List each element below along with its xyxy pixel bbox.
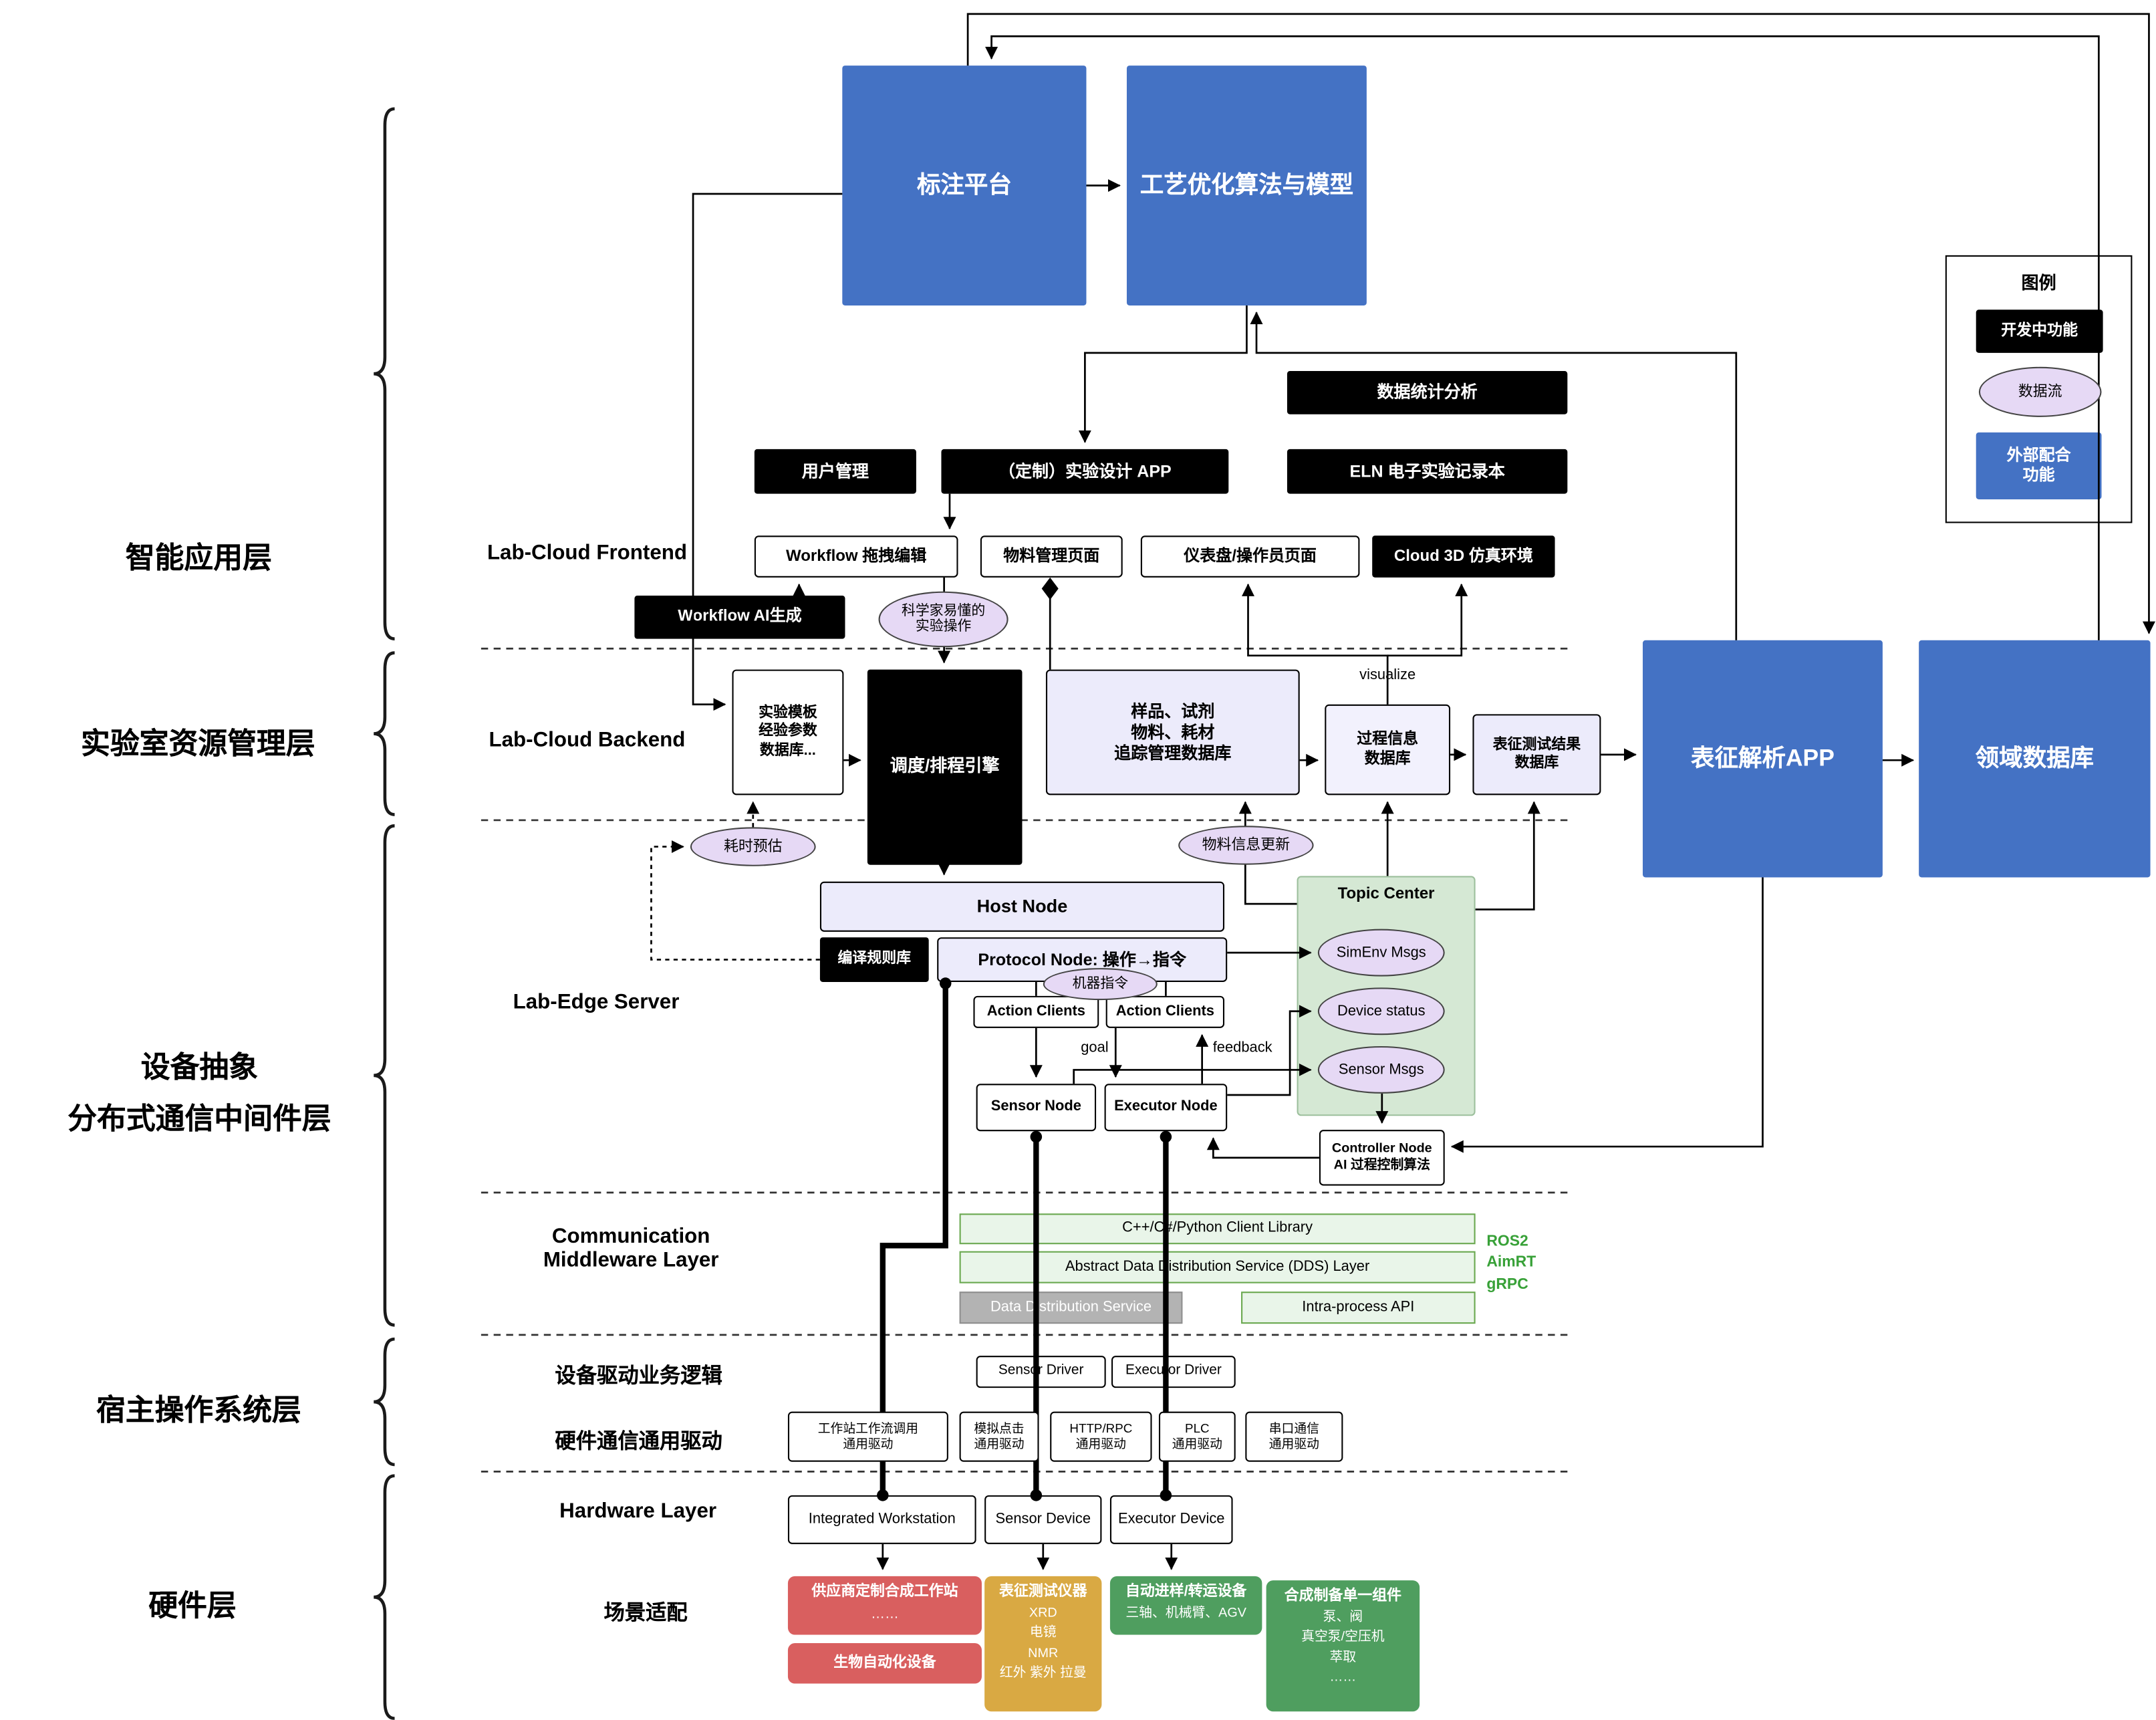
vendor-workstation-sub: …… <box>871 1607 899 1622</box>
protocol-node-box: Protocol Node: 操作→指令 <box>937 937 1228 982</box>
executor-driver-box: Executor Driver <box>1111 1356 1236 1388</box>
host-node-box: Host Node <box>819 881 1225 932</box>
process-info-db-box: 过程信息 数据库 <box>1325 704 1451 795</box>
scientist-operations-ellipse: 科学家易懂的 实验操作 <box>878 591 1008 648</box>
transfer-device-box: 自动进样/转运设备 三轴、机械臂、AGV <box>1109 1576 1262 1635</box>
label-hw-comm-driver: 硬件通信通用驱动 <box>555 1429 722 1454</box>
data-statistics-box: 数据统计分析 <box>1287 371 1568 414</box>
machine-command-ellipse: 机器指令 <box>1043 968 1158 1001</box>
synthesis-component-box: 合成制备单一组件 泵、阀 真空泵/空压机 萃取 …… <box>1266 1580 1420 1712</box>
char-analysis-app-box: 表征解析APP <box>1643 640 1883 878</box>
template-params-db-box: 实验模板 经验参数 数据库... <box>732 669 844 795</box>
cloud-3d-sim-box: Cloud 3D 仿真环境 <box>1372 535 1555 578</box>
goal-label: goal <box>1081 1039 1109 1056</box>
sensor-device-box: Sensor Device <box>984 1495 1102 1544</box>
dds-service-box: Data Distribution Service <box>959 1292 1183 1324</box>
label-lab-cloud-frontend: Lab-Cloud Frontend <box>487 541 687 566</box>
process-optimization-box: 工艺优化算法与模型 <box>1126 66 1367 305</box>
characterization-instrument-title: 表征测试仪器 <box>999 1583 1087 1600</box>
topic-center-title: Topic Center <box>1337 885 1435 903</box>
integrated-workstation-box: Integrated Workstation <box>787 1495 976 1544</box>
driver-box-plc: PLC 通用驱动 <box>1158 1411 1236 1462</box>
label-lab-cloud-backend: Lab-Cloud Backend <box>489 728 686 752</box>
left-label-middleware-layer: 设备抽象 分布式通信中间件层 <box>68 1052 331 1135</box>
left-label-hardware-layer: 硬件层 <box>148 1590 237 1622</box>
vendor-workstation-box: 供应商定制合成工作站 …… <box>787 1576 982 1635</box>
transfer-device-title: 自动进样/转运设备 <box>1125 1583 1247 1600</box>
driver-box-workstation: 工作站工作流调用 通用驱动 <box>787 1411 948 1462</box>
legend-title: 图例 <box>2021 273 2056 293</box>
compile-rule-lib-box: 编译规则库 <box>819 937 929 982</box>
left-label-host-os-layer: 宿主操作系统层 <box>96 1394 301 1427</box>
intra-process-api-box: Intra-process API <box>1241 1292 1476 1324</box>
material-update-ellipse: 物料信息更新 <box>1178 826 1314 865</box>
scheduler-engine-box: 调度/排程引擎 <box>867 669 1023 865</box>
driver-box-click-sim: 模拟点击 通用驱动 <box>959 1411 1039 1462</box>
sensor-driver-box: Sensor Driver <box>976 1356 1106 1388</box>
controller-node-box: Controller Node AI 过程控制算法 <box>1319 1130 1445 1186</box>
left-label-resource-layer: 实验室资源管理层 <box>81 728 315 761</box>
executor-node-box: Executor Node <box>1104 1084 1228 1132</box>
char-result-db-box: 表征测试结果 数据库 <box>1472 714 1601 795</box>
label-lab-edge-server: Lab-Edge Server <box>513 990 680 1014</box>
vendor-workstation-title: 供应商定制合成工作站 <box>811 1583 958 1600</box>
domain-db-box: 领域数据库 <box>1919 640 2151 878</box>
visualize-label: visualize <box>1359 666 1416 684</box>
frameworks-label: ROS2 AimRT gRPC <box>1486 1233 1536 1293</box>
action-clients-box-1: Action Clients <box>973 995 1099 1028</box>
device-status-ellipse: Device status <box>1317 987 1445 1035</box>
synthesis-component-title: 合成制备单一组件 <box>1284 1587 1402 1604</box>
dds-abstract-layer-box: Abstract Data Distribution Service (DDS)… <box>959 1251 1476 1283</box>
material-management-page-box: 物料管理页面 <box>980 535 1123 578</box>
action-clients-box-2: Action Clients <box>1105 995 1225 1028</box>
diamond-connector <box>1041 577 1059 600</box>
label-scenario-adaptation: 场景适配 <box>603 1601 688 1625</box>
layer-braces <box>374 107 395 1720</box>
label-device-driver-logic: 设备驱动业务逻辑 <box>555 1364 722 1388</box>
workflow-ai-box: Workflow AI生成 <box>634 595 845 639</box>
legend-dataflow-item: 数据流 <box>1978 366 2102 417</box>
characterization-instrument-sub: XRD 电镜 NMR 红外 紫外 拉曼 <box>999 1605 1087 1681</box>
label-hardware-layer: Hardware Layer <box>559 1499 717 1523</box>
characterization-instrument-box: 表征测试仪器 XRD 电镜 NMR 红外 紫外 拉曼 <box>984 1576 1102 1712</box>
sensor-node-box: Sensor Node <box>976 1084 1097 1132</box>
label-communication-middleware: Communication Middleware Layer <box>543 1225 719 1272</box>
experiment-design-app-box: （定制）实验设计 APP <box>941 449 1229 494</box>
tracking-db-box: 样品、试剂 物料、耗材 追踪管理数据库 <box>1045 669 1300 795</box>
executor-device-box: Executor Device <box>1109 1495 1233 1544</box>
time-estimate-ellipse: 耗时预估 <box>690 827 816 866</box>
driver-box-http-rpc: HTTP/RPC 通用驱动 <box>1050 1411 1152 1462</box>
client-library-box: C++/C#/Python Client Library <box>959 1213 1476 1245</box>
workflow-drag-editor-box: Workflow 拖拽编辑 <box>754 535 958 578</box>
user-management-box: 用户管理 <box>754 449 916 494</box>
legend-external-item: 外部配合 功能 <box>1976 432 2102 500</box>
annotation-platform-box: 标注平台 <box>842 66 1087 305</box>
feedback-label: feedback <box>1212 1039 1272 1056</box>
bio-automation-box: 生物自动化设备 <box>787 1643 982 1684</box>
driver-box-serial: 串口通信 通用驱动 <box>1245 1411 1343 1462</box>
dashboard-operator-page-box: 仪表盘/操作员页面 <box>1140 535 1360 578</box>
simenv-msgs-ellipse: SimEnv Msgs <box>1317 929 1445 977</box>
eln-box: ELN 电子实验记录本 <box>1287 449 1568 494</box>
legend-developing-item: 开发中功能 <box>1976 310 2103 353</box>
transfer-device-sub: 三轴、机械臂、AGV <box>1125 1605 1246 1621</box>
left-label-app-layer: 智能应用层 <box>125 542 272 575</box>
sensor-msgs-ellipse: Sensor Msgs <box>1317 1046 1445 1094</box>
synthesis-component-sub: 泵、阀 真空泵/空压机 萃取 …… <box>1301 1610 1385 1685</box>
